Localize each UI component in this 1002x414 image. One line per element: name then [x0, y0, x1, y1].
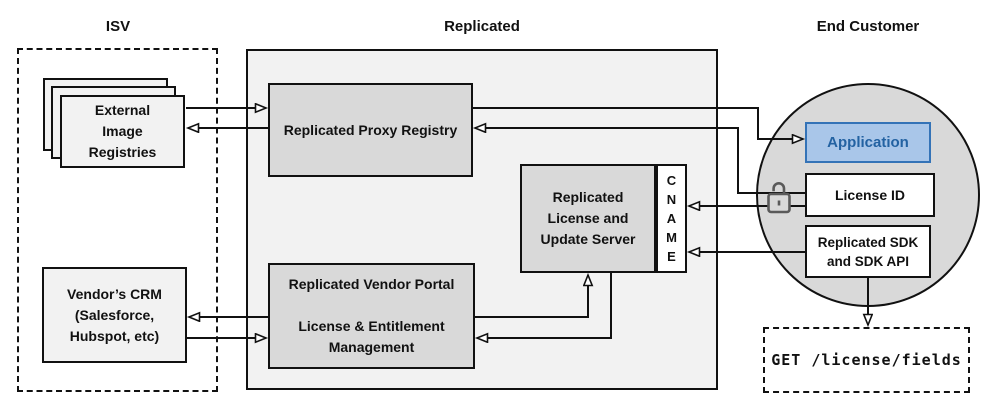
application-node: Application [805, 122, 931, 163]
end-customer-section-title: End Customer [816, 18, 920, 35]
replicated-section-title: Replicated [444, 18, 520, 35]
isv-boundary [17, 48, 218, 392]
replicated-vendor-portal-node: Replicated Vendor Portal License & Entit… [268, 263, 475, 369]
unlock-icon [763, 178, 795, 216]
external-image-registries-node: External Image Registries [60, 95, 185, 168]
edge-licenseserver-to-portal [477, 273, 612, 338]
replicated-license-update-server-node: Replicated License and Update Server [520, 164, 656, 273]
replicated-sdk-node: Replicated SDK and SDK API [805, 225, 931, 278]
license-id-node: License ID [805, 173, 935, 217]
vendors-crm-node: Vendor’s CRM (Salesforce, Hubspot, etc) [42, 267, 187, 363]
isv-section-title: ISV [105, 18, 131, 35]
edge-proxy-to-application [473, 107, 803, 139]
replicated-proxy-registry-node: Replicated Proxy Registry [268, 83, 473, 177]
get-license-fields-node: GET /license/fields [763, 327, 970, 393]
cname-node: C N A M E [656, 164, 687, 273]
edge-portal-to-licenseserver [475, 275, 588, 318]
